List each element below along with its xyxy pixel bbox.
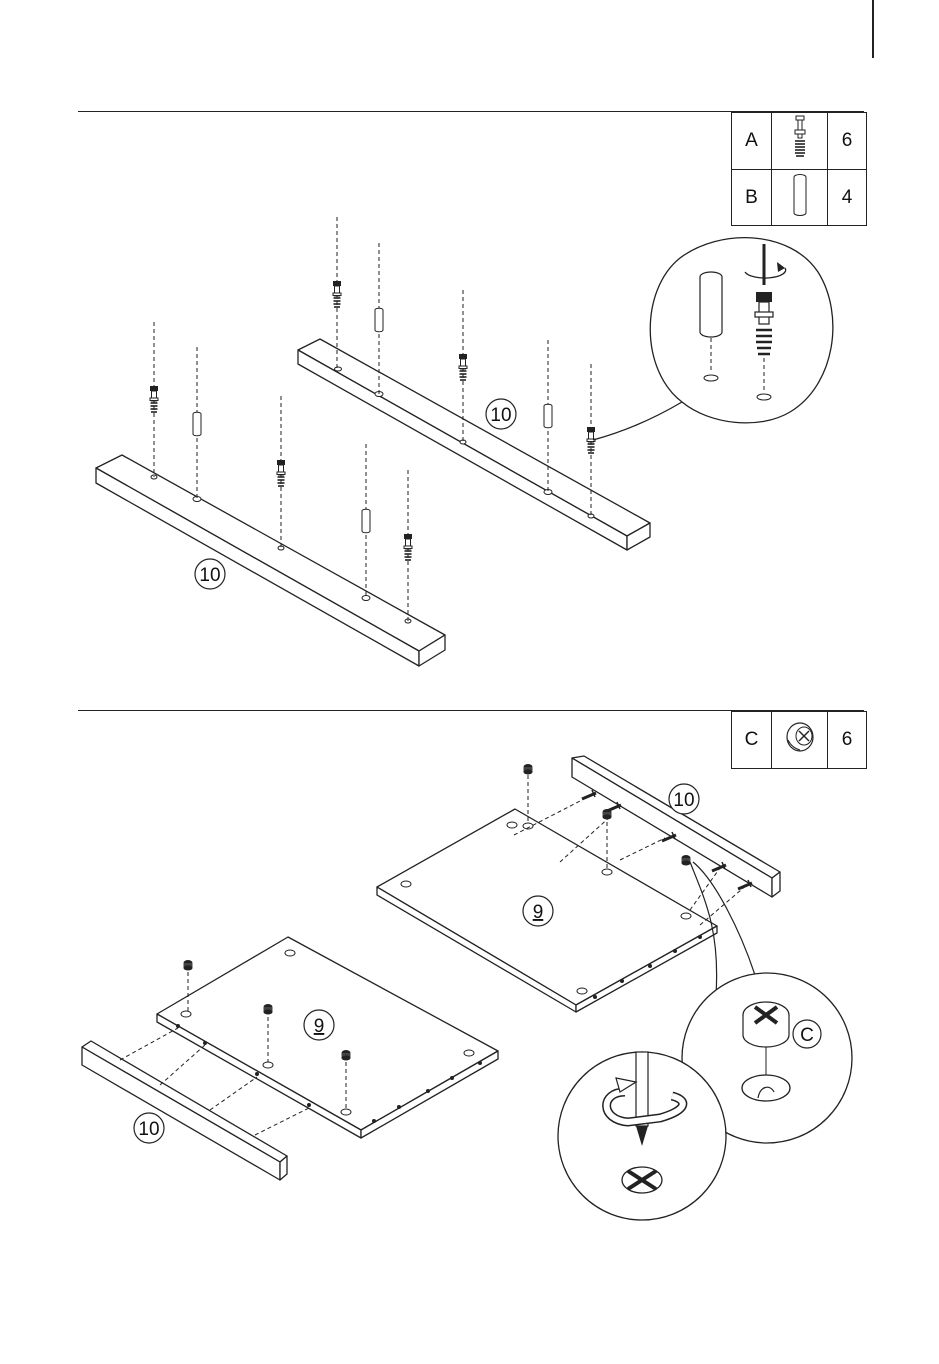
svg-text:C: C (800, 1025, 814, 1046)
svg-text:9: 9 (314, 1016, 325, 1037)
svg-text:10: 10 (673, 790, 694, 811)
screwdriver-detail-callout (558, 1052, 726, 1220)
svg-text:10: 10 (490, 405, 511, 426)
step1-panel-label: 10 (195, 559, 225, 589)
svg-text:10: 10 (199, 565, 220, 586)
step2-board-label: 9 (304, 1010, 334, 1040)
svg-text:10: 10 (138, 1119, 159, 1140)
step2-panel-label: 10 (134, 1113, 164, 1143)
step2-board-label: 9 (523, 896, 553, 926)
step1-guide-lines (154, 217, 591, 621)
step1-rail-front (96, 455, 445, 666)
step1-detail-callout (593, 238, 833, 440)
step2-panel-label: 10 (669, 784, 699, 814)
svg-text:9: 9 (533, 902, 544, 923)
step1-rail-back (298, 339, 650, 550)
step1-panel-label: 10 (486, 399, 516, 429)
